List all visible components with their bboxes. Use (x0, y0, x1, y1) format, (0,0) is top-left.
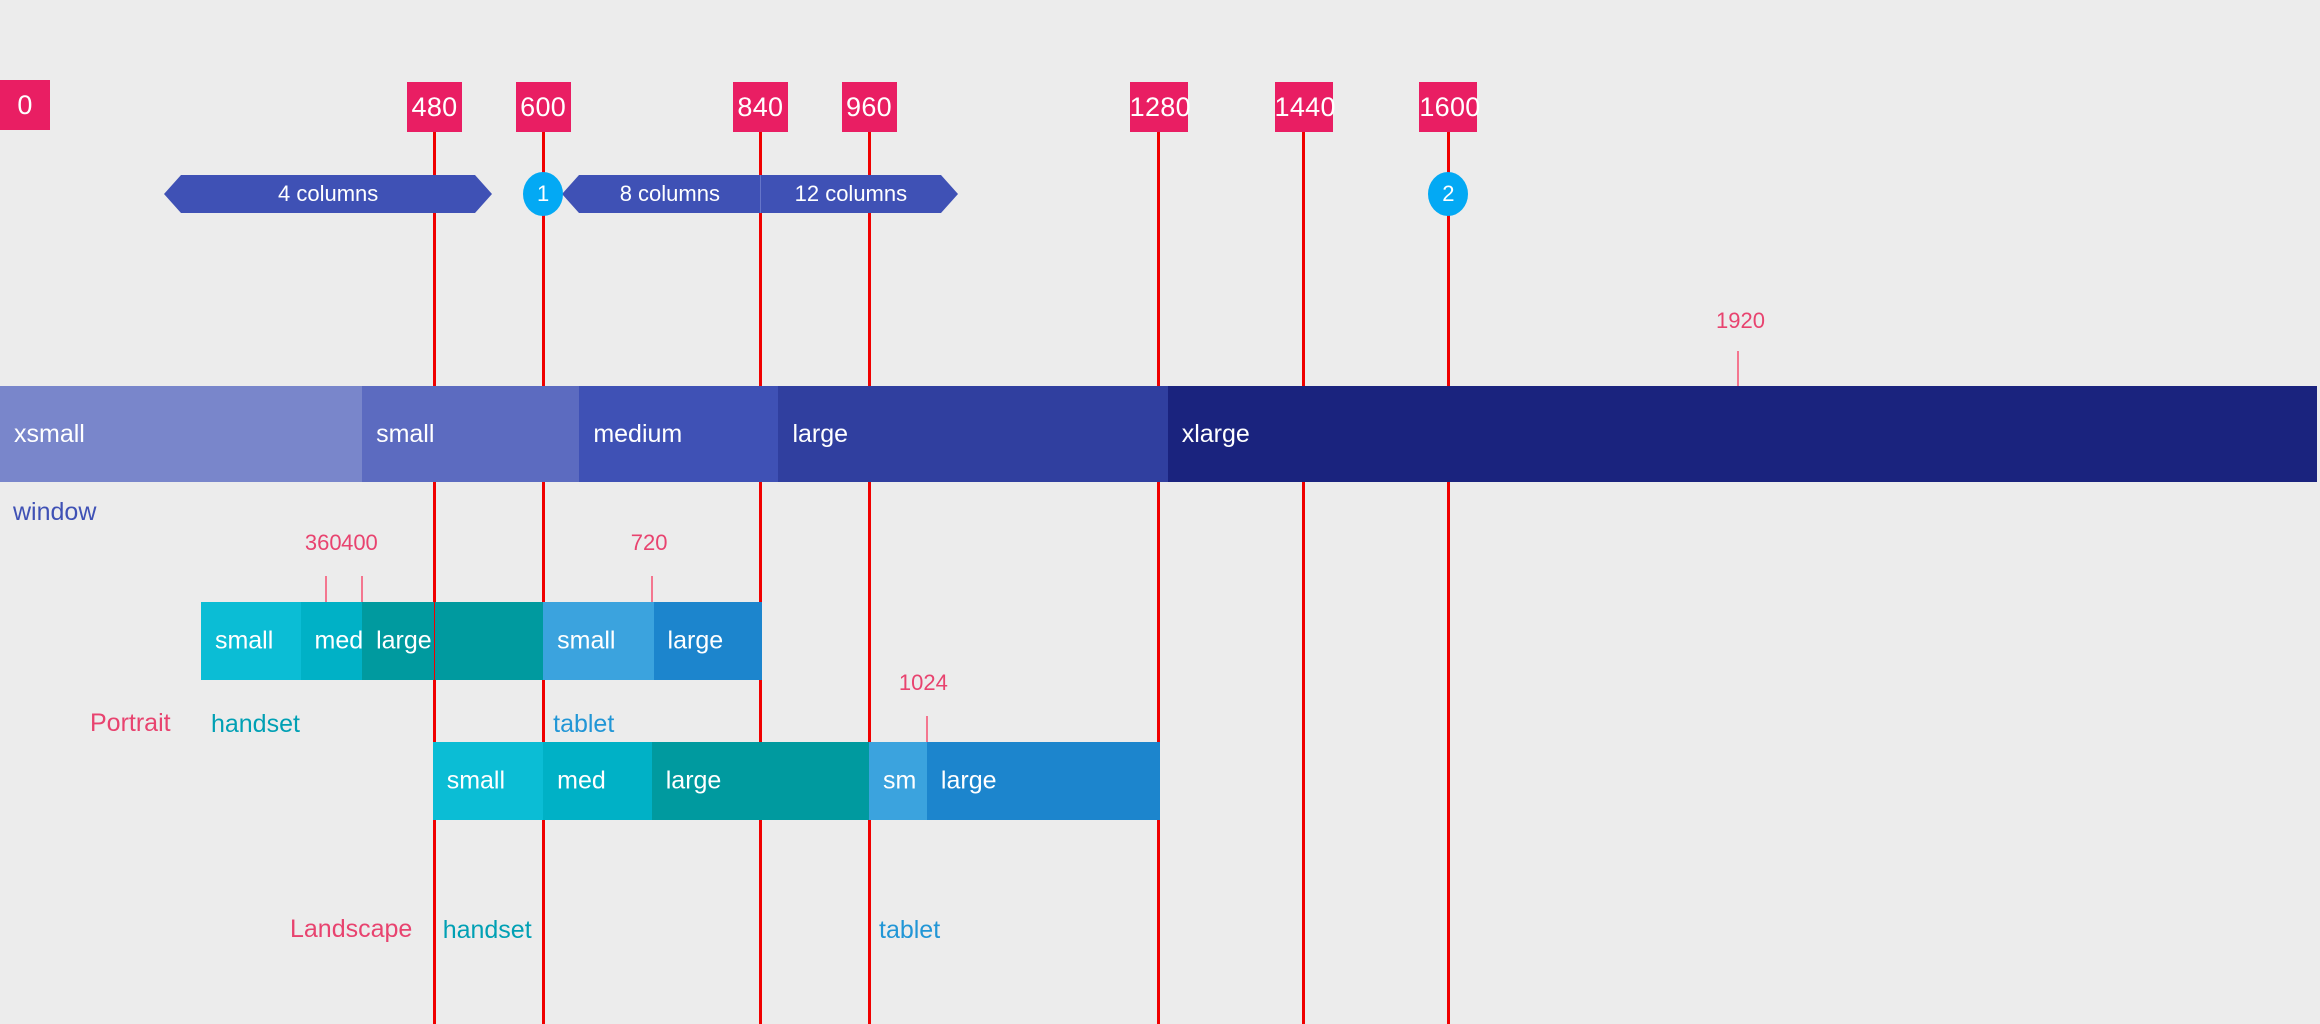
breakpoint-rule-840 (758, 132, 762, 1024)
window-band-medium: medium (579, 386, 779, 482)
device-box-label: large (376, 626, 432, 655)
breakpoint-chip-label: 840 (737, 92, 784, 122)
device-group-label-handset: handset (442, 916, 532, 944)
device-box-tablet-sm: sm (869, 742, 927, 820)
column-ribbon-label: 4 columns (277, 181, 379, 206)
device-box-label: med (557, 766, 606, 795)
device-group-label-handset: handset (210, 710, 300, 738)
column-ribbon-group-1: 8 columns 12 columns (562, 175, 959, 213)
device-box-handset-large: large (362, 602, 435, 680)
breakpoint-chip-label: 600 (520, 92, 567, 122)
window-band-small: small (362, 386, 507, 482)
device-group-label-tablet: tablet (879, 916, 941, 944)
window-tick-label: 1920 (1716, 308, 1765, 333)
device-box-tablet-large: large (926, 742, 1161, 820)
breakpoint-chip-960[interactable]: 960 (841, 82, 897, 132)
device-box-label: small (214, 626, 274, 655)
device-box-handset-large: large (651, 742, 761, 820)
window-row-label: window (13, 498, 97, 526)
orientation-label: Landscape (290, 915, 413, 943)
column-marker-1[interactable]: 1 (523, 172, 564, 216)
device-box-spacer (760, 742, 869, 820)
device-tick-label: 360 (304, 530, 342, 555)
column-ribbon-label: 12 columns (794, 181, 908, 206)
device-tick-400 (361, 576, 364, 602)
window-band-label: medium (593, 420, 683, 448)
breakpoint-chip-label: 0 (17, 90, 33, 120)
window-band-xsmall: xsmall (0, 386, 290, 482)
breakpoint-rule-480 (433, 132, 436, 1024)
device-box-spacer (434, 602, 544, 680)
breakpoint-chip-1280[interactable]: 1280 (1129, 82, 1191, 132)
device-group-label-tablet: tablet (553, 710, 615, 738)
column-ribbon-divider (760, 175, 762, 213)
device-tick-360 (324, 576, 327, 602)
breakpoint-rule-1440 (1302, 132, 1305, 1024)
device-box-label: large (940, 766, 997, 795)
orientation-label: Portrait (90, 709, 171, 737)
window-band-xlarge: xlarge (1167, 386, 2318, 482)
column-ribbon-label: 8 columns (619, 181, 720, 206)
window-band-label: large (792, 420, 849, 448)
window-tick-1920 (1737, 351, 1739, 386)
breakpoint-chip-480[interactable]: 480 (407, 82, 462, 132)
device-box-label: large (667, 626, 724, 655)
breakpoint-rule-600 (541, 132, 545, 1024)
breakpoint-chip-1600[interactable]: 1600 (1419, 82, 1481, 132)
breakpoint-rule-1600 (1446, 132, 1450, 1024)
breakpoint-rule-1280 (1157, 132, 1161, 1024)
device-box-tablet-small: small (543, 602, 654, 680)
window-band-label: xsmall (14, 420, 85, 448)
device-tick-label: 720 (630, 530, 668, 555)
device-box-label: large (665, 766, 722, 795)
breakpoint-chip-label: 480 (411, 92, 458, 122)
device-tick-label: 400 (341, 530, 378, 555)
window-band-label: small (376, 420, 435, 448)
breakpoint-chip-600[interactable]: 600 (515, 82, 571, 132)
device-box-label: small (557, 626, 616, 655)
device-tick-1024 (925, 716, 928, 742)
device-box-handset-small: small (432, 742, 544, 820)
device-box-handset-small: small (200, 602, 301, 680)
window-band-spacer (289, 386, 363, 482)
device-box-handset-med: med (300, 602, 364, 680)
device-box-handset-med: med (543, 742, 652, 820)
column-marker-2[interactable]: 2 (1428, 172, 1469, 216)
device-box-tablet-large: large (653, 602, 763, 680)
breakpoint-chip-label: 1280 (1129, 92, 1191, 122)
device-tick-label: 1024 (898, 670, 948, 695)
breakpoint-chip-1440[interactable]: 1440 (1274, 82, 1336, 132)
column-ribbon-group-0: 4 columns (164, 175, 493, 213)
device-box-label: sm (883, 766, 917, 795)
breakpoint-chip-0[interactable]: 0 (0, 80, 50, 130)
breakpoint-chip-label: 960 (846, 92, 892, 122)
breakpoint-chip-label: 1440 (1274, 92, 1336, 122)
device-tick-720 (650, 576, 653, 602)
window-band-large: large (778, 386, 1168, 482)
window-band-spacer (506, 386, 580, 482)
device-box-label: small (446, 766, 506, 795)
breakpoint-chip-label: 1600 (1419, 92, 1481, 122)
breakpoint-rule-960 (867, 132, 871, 1024)
window-band-label: xlarge (1181, 420, 1250, 448)
breakpoint-chip-840[interactable]: 840 (732, 82, 788, 132)
device-box-label: med (314, 626, 364, 655)
